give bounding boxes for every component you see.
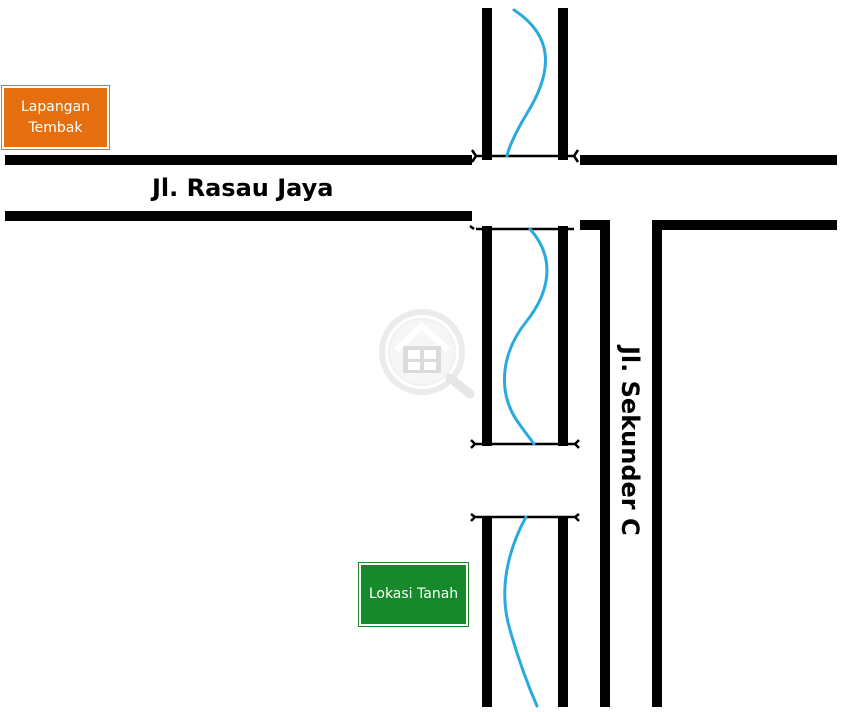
- bridge-south-hook-right: [573, 513, 580, 522]
- road-rasau-jaya: [5, 155, 837, 230]
- road-label-sekunder-c: Jl. Sekunder C: [616, 344, 644, 536]
- landmark-lapangan-tembak-line1: Lapangan: [20, 99, 91, 116]
- road-sekunder-c: [600, 220, 662, 707]
- bridge-north: [470, 149, 580, 163]
- river: [502, 8, 549, 708]
- bridge-mid-bottom-hook-left: [470, 439, 477, 449]
- bridge-mid-bottom-hook-right: [573, 439, 580, 449]
- river-segment-south: [503, 515, 539, 708]
- landmark-lokasi-tanah-label: Lokasi Tanah: [368, 586, 459, 603]
- bridge-north-hook-right: [572, 149, 580, 163]
- bridge-north-hook-left: [470, 149, 478, 163]
- house-magnifier-icon: [379, 309, 475, 399]
- landmark-lapangan-tembak-text: Lapangan Tembak: [21, 97, 90, 138]
- river-segment-mid: [502, 227, 549, 446]
- river-segment-north: [505, 8, 547, 158]
- road-label-rasau-jaya: Jl. Rasau Jaya: [150, 174, 333, 202]
- bridge-mid-bottom: [470, 439, 580, 449]
- bridge-mid-top-hook-left: [469, 225, 475, 230]
- landmark-lapangan-tembak-line2: Tembak: [28, 119, 83, 136]
- bridge-mid-top: [469, 225, 574, 231]
- bridge-south-hook-left: [470, 513, 477, 522]
- landmark-lapangan-tembak: Lapangan Tembak: [1, 85, 110, 150]
- canal-banks: [482, 8, 568, 707]
- landmark-lokasi-tanah: Lokasi Tanah: [358, 562, 469, 627]
